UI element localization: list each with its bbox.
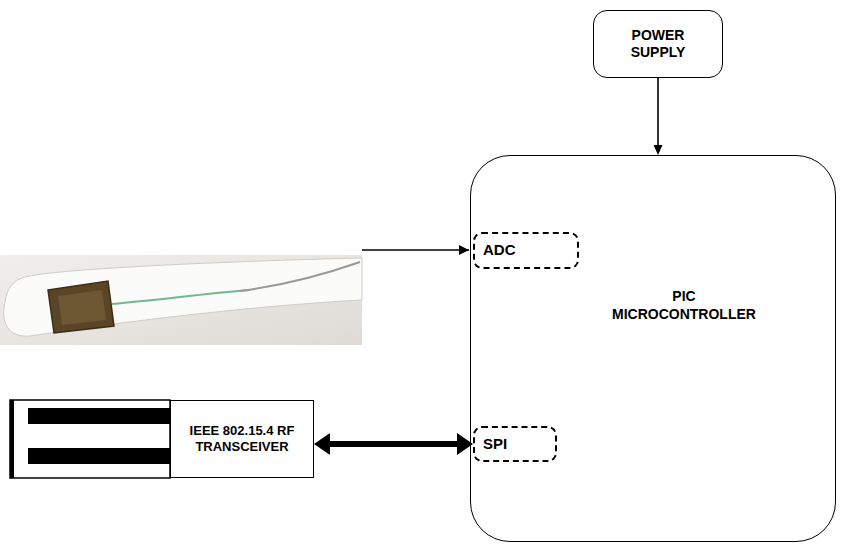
spi-port: SPI [473, 426, 557, 462]
microcontroller-box: ADC SPI PIC MICROCONTROLLER [470, 155, 836, 542]
component-label: PIC MICROCONTROLLER [599, 288, 769, 323]
power-supply-box: POWER SUPPLY [593, 10, 723, 78]
power-arrow [657, 78, 659, 145]
signal-arrow [362, 249, 469, 251]
box-label: POWER SUPPLY [608, 27, 708, 62]
box-label: SPI [483, 435, 507, 454]
box-label: IEEE 802.15.4 RF TRANSCEIVER [178, 423, 306, 456]
spi-bus-arrow [330, 441, 457, 447]
adc-port: ADC [473, 232, 579, 269]
sensor-photo [0, 255, 362, 345]
transceiver-symbol [10, 400, 170, 478]
box-label: ADC [483, 241, 516, 260]
transceiver-box: IEEE 802.15.4 RF TRANSCEIVER [170, 400, 314, 478]
